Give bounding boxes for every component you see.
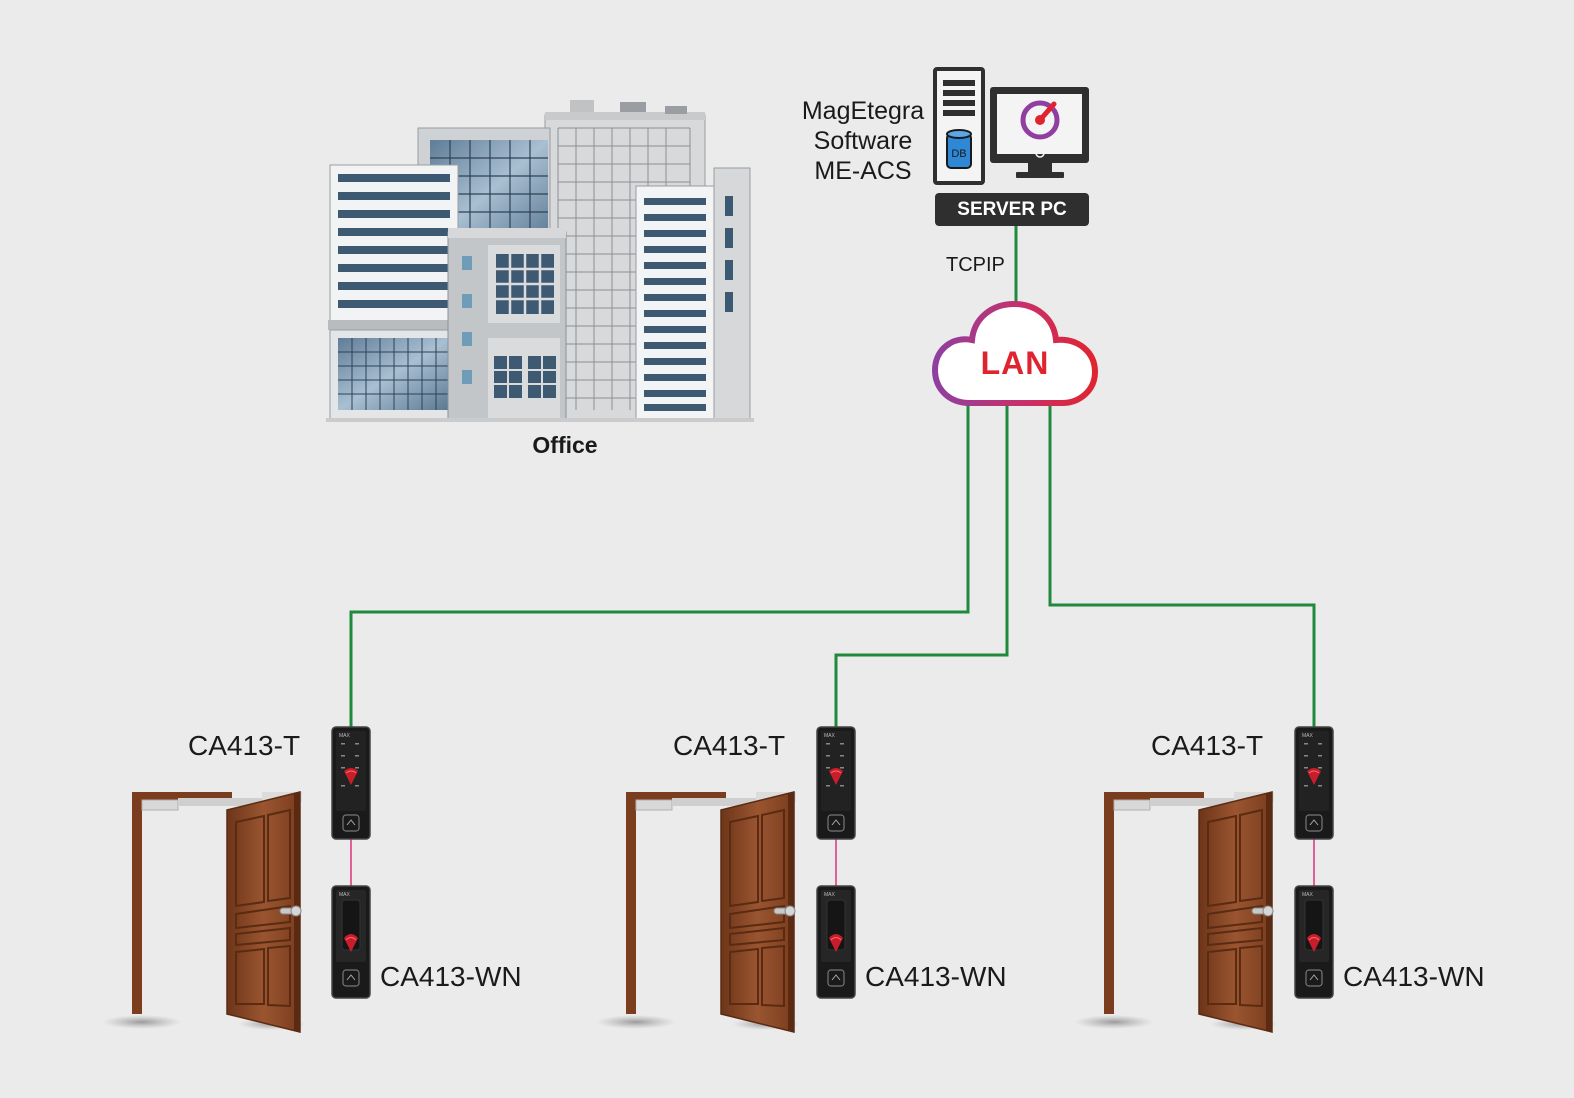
device-links	[350, 838, 1315, 887]
software-label: MagEtegra Software ME-ACS	[780, 96, 946, 186]
card-reader-icon	[816, 726, 856, 840]
reader-label-door-1: CA413-T	[188, 730, 301, 761]
server-tower-icon: DB	[933, 67, 985, 185]
cloud-icon	[931, 300, 1099, 406]
reader-label-door-2: CA413-T	[673, 730, 786, 761]
door-icon	[595, 791, 801, 1033]
network-link-door-2	[834, 404, 1009, 730]
monitor-icon	[990, 87, 1089, 178]
network-link-door-3	[1048, 404, 1316, 730]
controller-label-door-2: CA413-WN	[865, 961, 1007, 992]
door-icon	[101, 791, 307, 1033]
controller-label-door-1: CA413-WN	[380, 961, 522, 992]
controller-label-door-3: CA413-WN	[1343, 961, 1485, 992]
software-line: MagEtegra	[801, 97, 925, 125]
software-line: Software	[813, 127, 913, 155]
tcpip-label: TCPIP	[946, 254, 1005, 276]
fingerprint-icon	[816, 885, 856, 999]
office-label: Office	[532, 432, 598, 458]
door-icon	[1073, 791, 1279, 1033]
software-line: ME-ACS	[814, 157, 912, 185]
server-pc-tag: SERVER PC	[935, 193, 1089, 226]
fingerprint-icon	[1294, 885, 1334, 999]
lan-label: LAN	[980, 345, 1050, 381]
card-reader-icon	[1294, 726, 1334, 840]
card-reader-icon	[331, 726, 371, 840]
network-lines	[349, 226, 1316, 730]
fingerprint-icon	[331, 885, 371, 999]
network-link-door-1	[349, 404, 970, 730]
reader-label-door-3: CA413-T	[1151, 730, 1264, 761]
db-label: DB	[951, 148, 966, 160]
office-building-icon	[326, 100, 754, 422]
